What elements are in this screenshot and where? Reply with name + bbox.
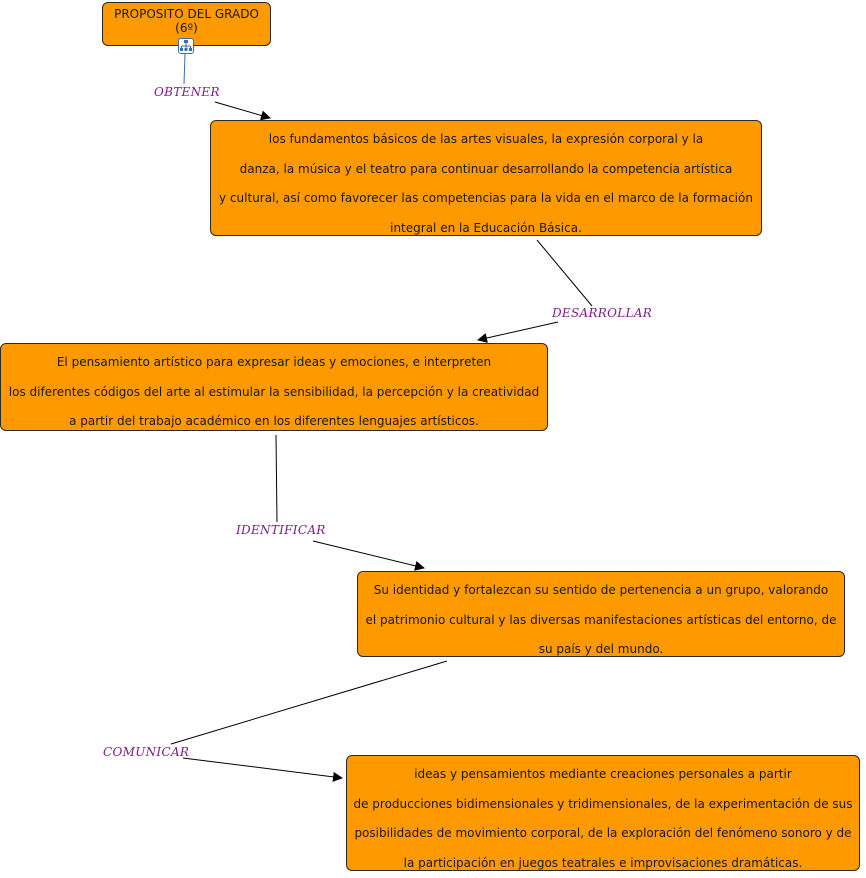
node-text-line: y cultural, así como favorecer las compe… — [211, 184, 761, 214]
node-text-line: Su identidad y fortalezcan su sentido de… — [358, 576, 844, 606]
node-text-line: de producciones bidimensionales y tridim… — [347, 790, 859, 820]
node-text-line: la participación en juegos teatrales e i… — [347, 849, 859, 878]
node-text-line: integral en la Educación Básica. — [211, 214, 761, 244]
node-text-line: danza, la música y el teatro para contin… — [211, 155, 761, 185]
node-text-line: El pensamiento artístico para expresar i… — [1, 348, 547, 378]
connector-pensamiento-to-identificar — [276, 435, 277, 522]
link-label-comunicar[interactable]: COMUNICAR — [103, 745, 189, 759]
link-label-desarrollar[interactable]: DESARROLLAR — [552, 306, 652, 320]
node-text-line: su país y del mundo. — [358, 635, 844, 665]
tree-icon[interactable] — [178, 38, 194, 54]
node-text-line: a partir del trabajo académico en los di… — [1, 407, 547, 437]
node-text-line: ideas y pensamientos mediante creaciones… — [347, 760, 859, 790]
link-label-identificar[interactable]: IDENTIFICAR — [236, 523, 326, 537]
node-text-line: los fundamentos básicos de las artes vis… — [211, 125, 761, 155]
node-fundamentos[interactable]: los fundamentos básicos de las artes vis… — [210, 120, 762, 236]
connector-identificar-to-identidad — [313, 541, 424, 568]
node-ideas[interactable]: ideas y pensamientos mediante creaciones… — [346, 755, 860, 871]
connector-fundamentos-to-desarrollar — [537, 240, 592, 306]
node-identidad[interactable]: Su identidad y fortalezcan su sentido de… — [357, 571, 845, 657]
node-text-line: el patrimonio cultural y las diversas ma… — [358, 606, 844, 636]
connector-obtener-to-fundamentos — [215, 102, 270, 118]
connector-desarrollar-to-pensamiento — [478, 322, 558, 340]
node-text-line: (6º) — [103, 21, 270, 35]
node-text-line: los diferentes códigos del arte al estim… — [1, 378, 547, 408]
connector-identidad-to-comunicar — [171, 661, 447, 744]
node-pensamiento[interactable]: El pensamiento artístico para expresar i… — [0, 343, 548, 431]
connector-comunicar-to-ideas — [183, 758, 342, 778]
node-text-line: PROPOSITO DEL GRADO — [103, 7, 270, 21]
connector-root-to-obtener — [184, 54, 185, 84]
link-label-obtener[interactable]: OBTENER — [154, 85, 220, 99]
node-text-line: posibilidades de movimiento corporal, de… — [347, 819, 859, 849]
